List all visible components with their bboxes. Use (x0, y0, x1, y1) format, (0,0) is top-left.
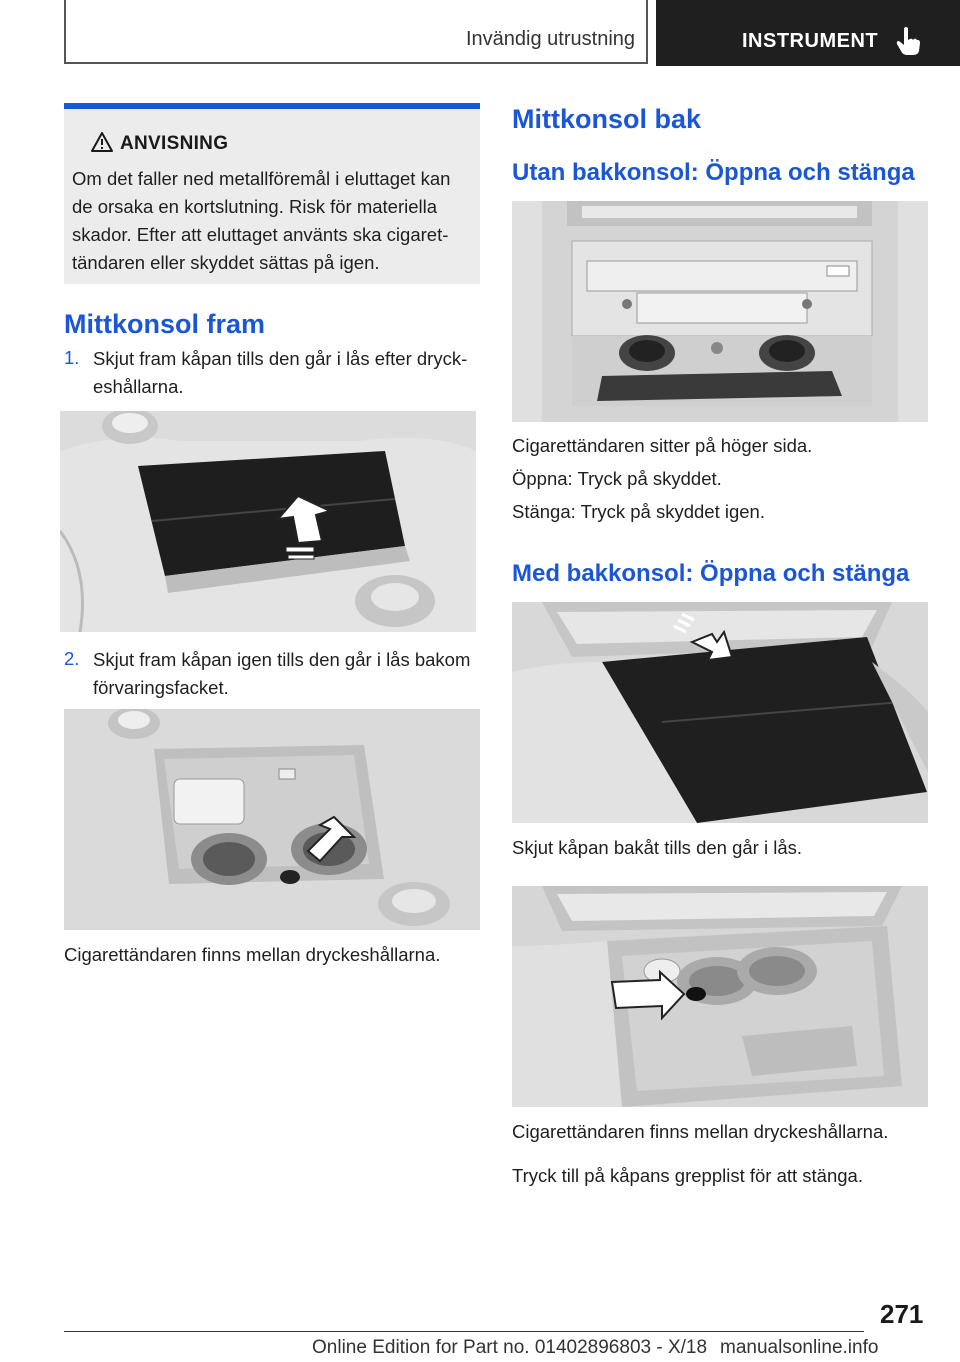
heading-front-console: Mittkonsol fram (64, 309, 266, 339)
header-chapter-label: INSTRUMENT (742, 30, 879, 52)
illustration-rear-console-basic (512, 201, 928, 422)
step-line: Skjut fram kåpan igen tills den går i lå… (93, 649, 471, 670)
illustration-rear-cupholders (512, 886, 928, 1107)
warning-line: skador. Efter att eluttaget använts ska … (72, 224, 449, 245)
step-line: eshållarna. (93, 376, 184, 397)
warning-text: Om det faller ned metallföremål i elutta… (72, 165, 472, 277)
step-number: 2. (64, 648, 80, 669)
paragraph-lighter-position: Cigarettändaren sitter på höger sida. (512, 435, 813, 456)
step-text: Skjut fram kåpan tills den går i lås eft… (93, 345, 483, 401)
step-line: Skjut fram kåpan tills den går i lås eft… (93, 348, 468, 369)
caption-front-lighter: Cigarettändaren finns mellan dryckeshåll… (64, 944, 441, 965)
header-section-title: Invändig utrustning (466, 28, 636, 50)
footer-watermark: manualsonline.info (720, 1337, 879, 1358)
warning-triangle-icon (91, 132, 113, 152)
footer-edition: Online Edition for Part no. 01402896803 … (312, 1337, 708, 1358)
illustration-rear-console-lid (512, 602, 928, 823)
page-number: 271 (880, 1299, 924, 1329)
pointing-hand-icon (896, 27, 920, 55)
footer-rule (64, 1331, 864, 1332)
paragraph-open: Öppna: Tryck på skyddet. (512, 468, 722, 489)
step-text: Skjut fram kåpan igen tills den går i lå… (93, 646, 483, 702)
step-line: förvaringsfacket. (93, 677, 229, 698)
caption-slide-back: Skjut kåpan bakåt tills den går i lås. (512, 837, 802, 858)
illustration-front-console-lid (60, 411, 476, 632)
warning-line: de orsaka en kortslutning. Risk för mate… (72, 196, 438, 217)
subheading-without-rear-console: Utan bakkonsol: Öppna och stänga (512, 159, 915, 186)
warning-line: Om det faller ned metallföremål i elutta… (72, 168, 451, 189)
subheading-with-rear-console: Med bakkonsol: Öppna och stänga (512, 560, 910, 587)
paragraph-close: Stänga: Tryck på skyddet igen. (512, 501, 765, 522)
warning-title: ANVISNING (120, 133, 229, 154)
header-section-box (64, 0, 648, 64)
caption-close-instruction: Tryck till på kåpans grepplist för att s… (512, 1165, 863, 1186)
warning-line: tändaren eller skyddet sättas på igen. (72, 252, 380, 273)
caption-rear-lighter: Cigarettändaren finns mellan dryckeshåll… (512, 1121, 889, 1142)
heading-rear-console: Mittkonsol bak (512, 104, 702, 134)
illustration-front-cupholders (64, 709, 480, 930)
warning-box (64, 103, 480, 284)
step-number: 1. (64, 347, 80, 368)
